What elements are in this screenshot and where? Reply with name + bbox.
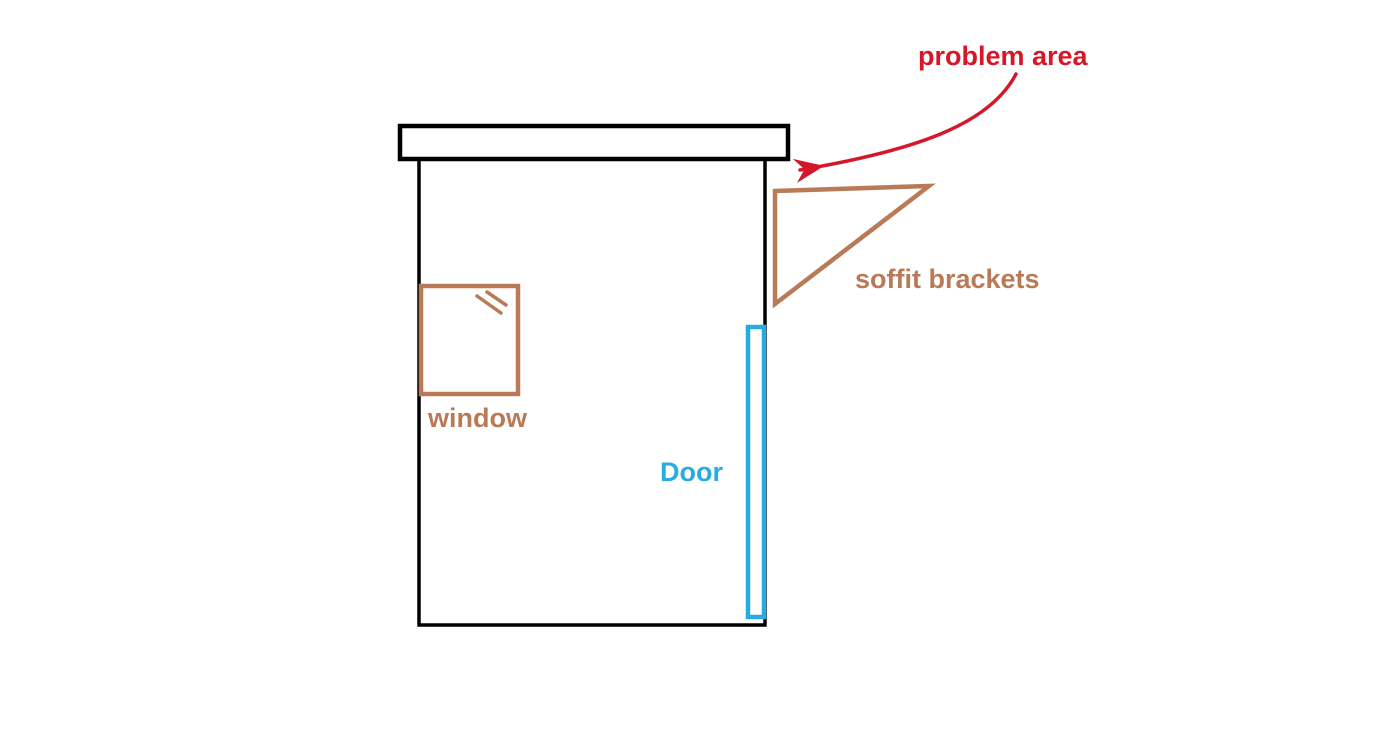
door-shape: [745, 324, 767, 620]
soffit-brackets-label: soffit brackets: [855, 264, 1040, 294]
window-shape: [418, 283, 521, 397]
problem-area-label: problem area: [918, 41, 1088, 71]
problem-area-arrow: [792, 72, 1018, 183]
window-shine-mark: [475, 294, 503, 315]
door-label: Door: [660, 457, 723, 487]
soffit-bracket-triangle: [772, 183, 936, 309]
window-label: window: [428, 403, 527, 433]
window-shine-mark: [485, 290, 508, 307]
roof-soffit-overhang: [397, 123, 791, 162]
